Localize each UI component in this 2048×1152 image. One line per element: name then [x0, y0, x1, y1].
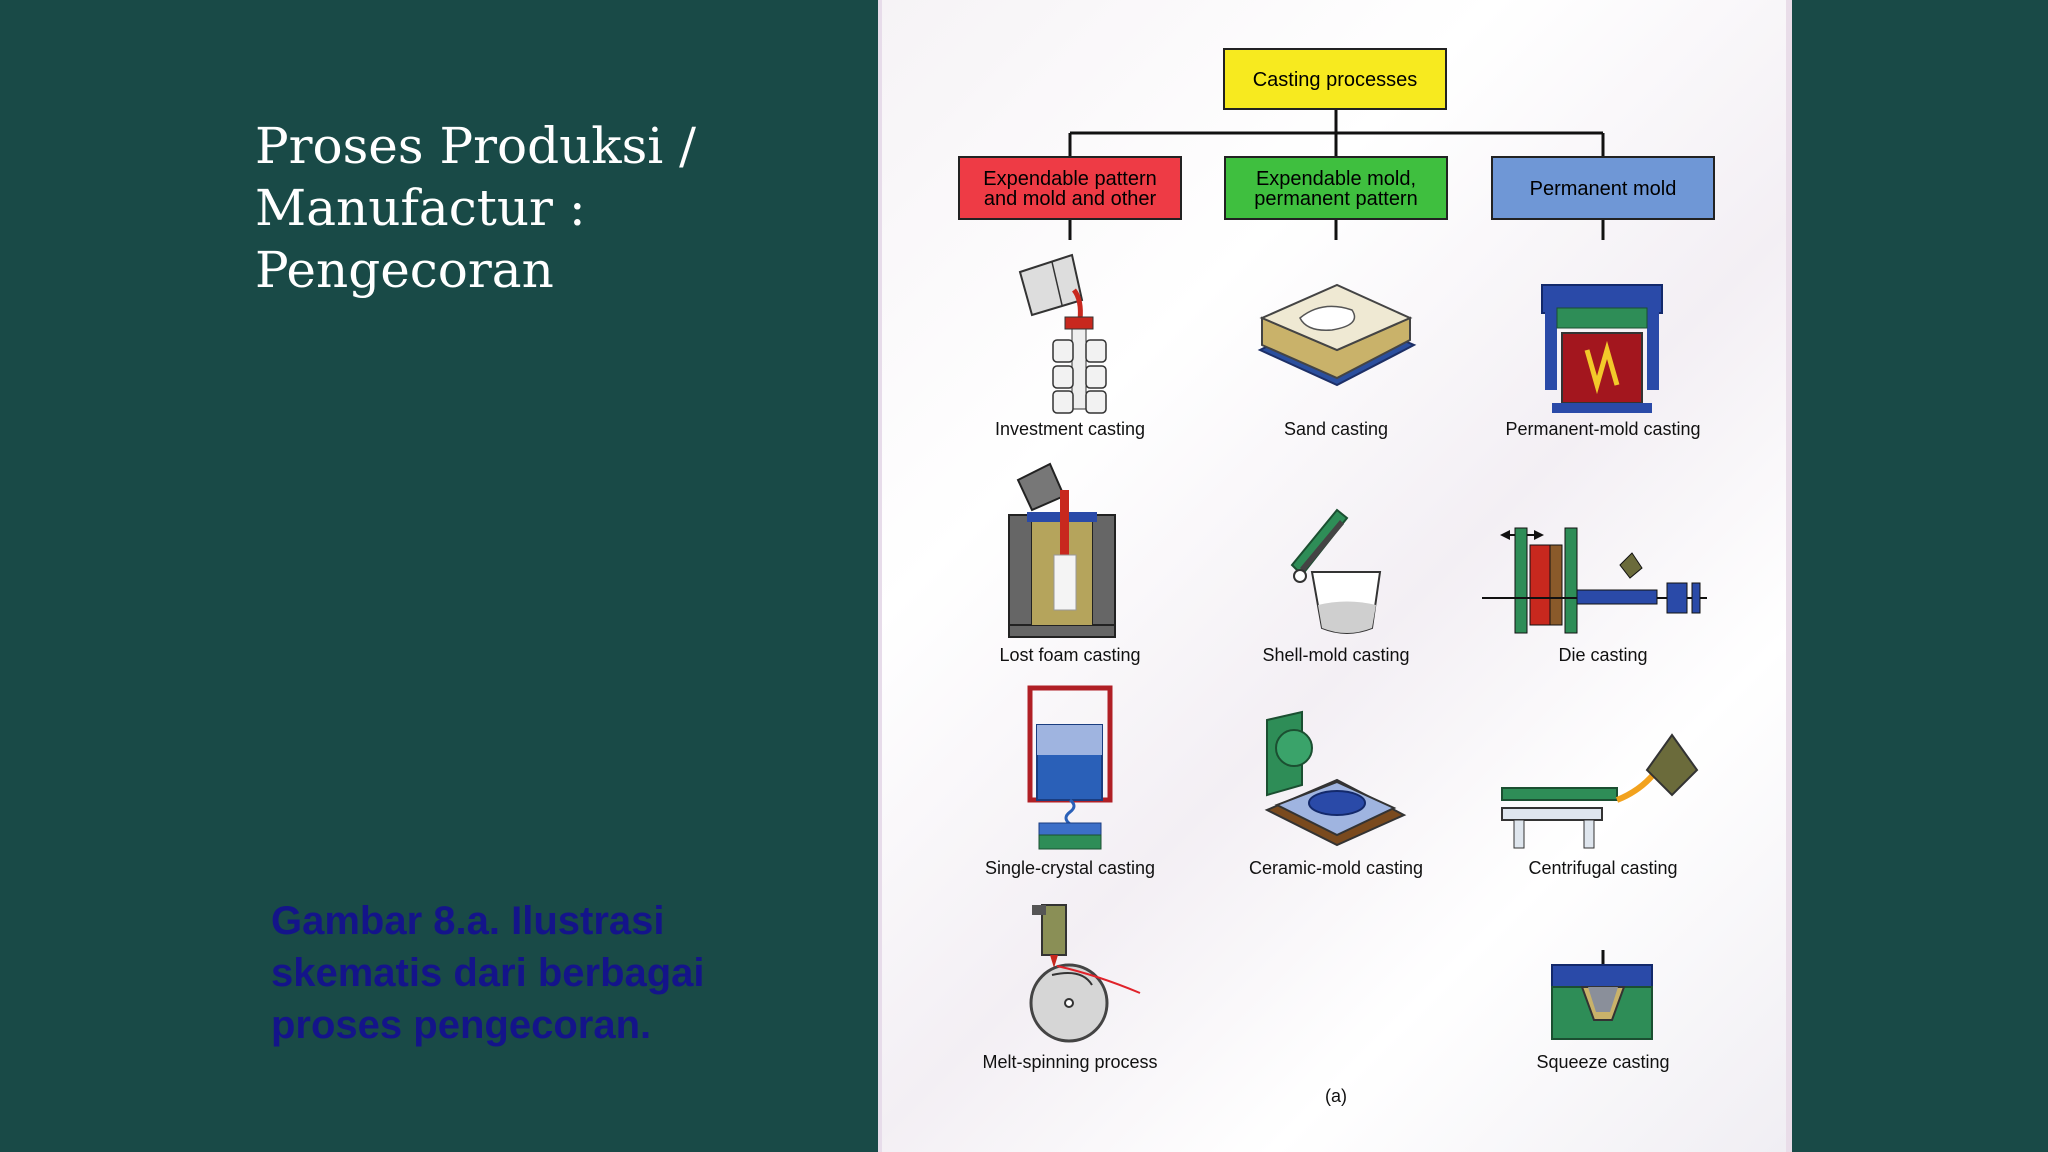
root-node: Casting processes [1223, 48, 1447, 110]
caption-line-2: skematis dari berbagai [271, 951, 705, 995]
category-3-line-1: Permanent mold [1530, 178, 1677, 200]
category-1-line-1: Expendable pattern [983, 168, 1156, 190]
figure-caption: Gambar 8.a. Ilustrasi skematis dari berb… [271, 895, 831, 1051]
label-single-crystal-casting: Single-crystal casting [985, 858, 1155, 878]
shell-mold-casting-illustration [1290, 508, 1382, 634]
caption-line-3: proses pengecoran. [271, 1003, 652, 1047]
root-label: Casting processes [1253, 69, 1418, 91]
single-crystal-casting-illustration [1027, 685, 1113, 850]
title-line-1: Proses Produksi / [255, 117, 696, 175]
label-die-casting: Die casting [1558, 645, 1647, 665]
label-squeeze-casting: Squeeze casting [1536, 1052, 1669, 1072]
casting-diagram-panel: Casting processes Expendable pattern and… [878, 0, 1792, 1152]
slide-title: Proses Produksi / Manufactur : Pengecora… [255, 115, 855, 301]
label-lost-foam-casting: Lost foam casting [999, 645, 1140, 665]
label-melt-spinning: Melt-spinning process [982, 1052, 1157, 1072]
melt-spinning-illustration [1029, 904, 1141, 1043]
category-expendable-pattern: Expendable pattern and mold and other [958, 156, 1182, 220]
label-ceramic-mold-casting: Ceramic-mold casting [1249, 858, 1423, 878]
investment-casting-illustration [1018, 253, 1107, 414]
category-2-line-1: Expendable mold, [1256, 168, 1416, 190]
figure-tag: (a) [1325, 1086, 1347, 1106]
label-permanent-mold-casting: Permanent-mold casting [1505, 419, 1700, 439]
lost-foam-casting-illustration [1008, 462, 1116, 638]
centrifugal-casting-illustration [1501, 733, 1699, 849]
casting-tree-diagram: Casting processes Expendable pattern and… [958, 48, 1715, 1106]
die-casting-illustration [1482, 527, 1707, 634]
category-1-line-2: and mold and other [984, 188, 1157, 210]
tree-connectors [1068, 110, 1605, 240]
label-shell-mold-casting: Shell-mold casting [1262, 645, 1409, 665]
ceramic-mold-casting-illustration [1264, 710, 1407, 847]
category-permanent-mold: Permanent mold [1491, 156, 1715, 220]
category-2-line-2: permanent pattern [1254, 188, 1417, 210]
permanent-mold-casting-illustration [1541, 284, 1663, 413]
category-expendable-mold: Expendable mold, permanent pattern [1224, 156, 1448, 220]
label-centrifugal-casting: Centrifugal casting [1528, 858, 1677, 878]
squeeze-casting-illustration [1551, 950, 1653, 1040]
title-line-2: Manufactur : [255, 179, 586, 237]
label-investment-casting: Investment casting [995, 419, 1145, 439]
sand-casting-illustration [1257, 283, 1417, 387]
title-line-3: Pengecoran [255, 241, 554, 299]
label-sand-casting: Sand casting [1284, 419, 1388, 439]
caption-line-1: Gambar 8.a. Ilustrasi [271, 899, 665, 943]
